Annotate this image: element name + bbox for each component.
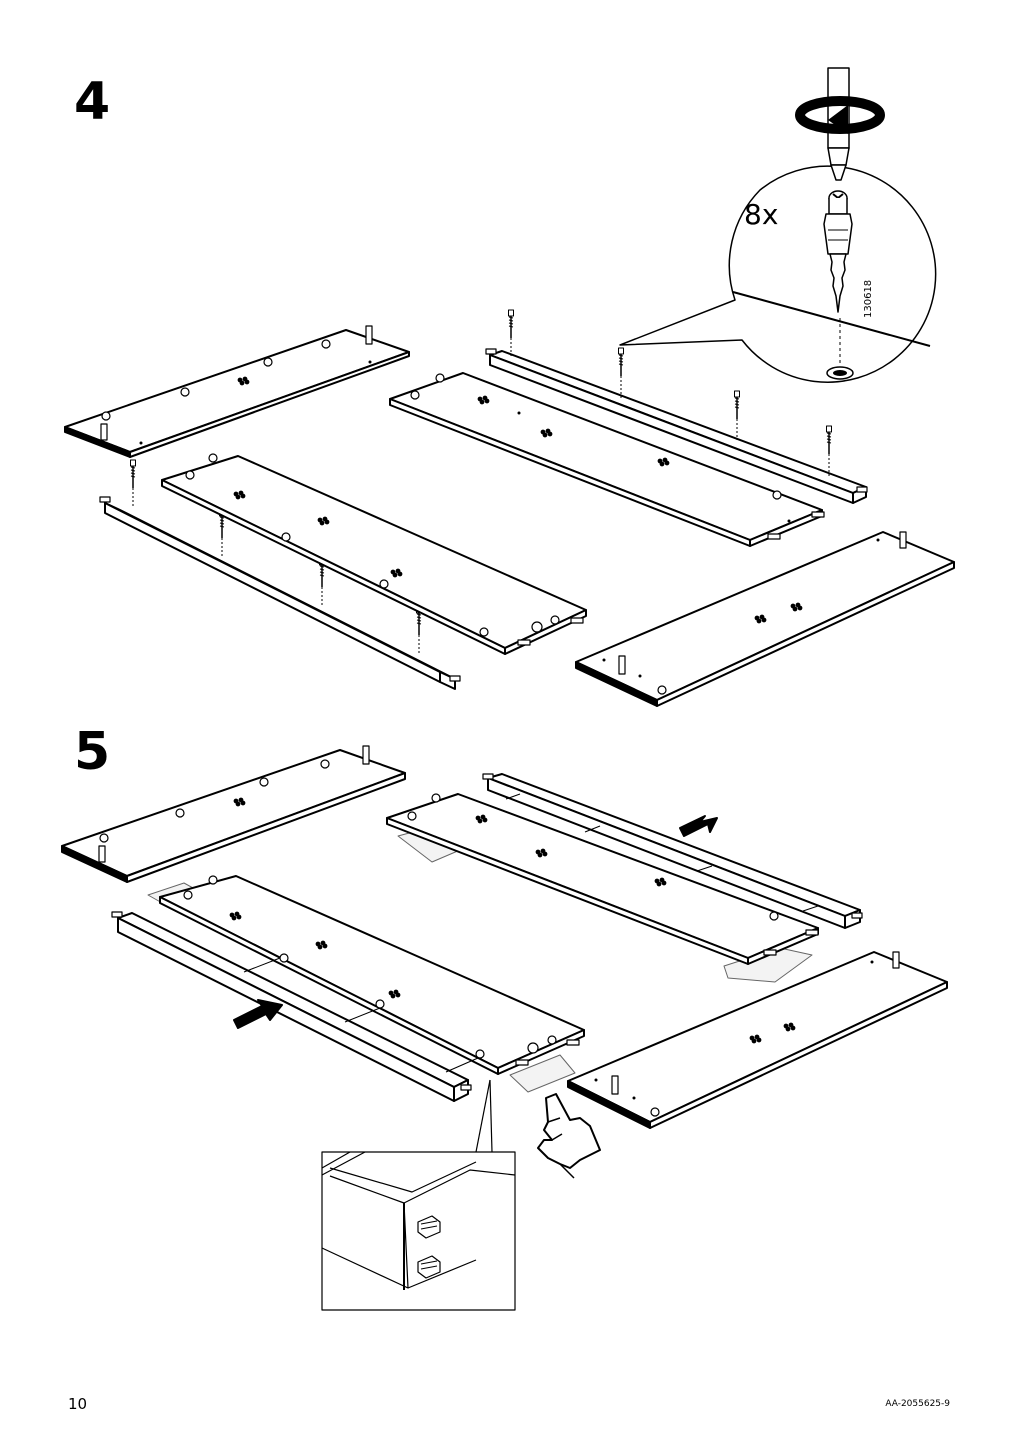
bottom-panel-step5	[159, 875, 585, 1075]
side-panel-top-left-step5	[61, 745, 406, 883]
cam-lock-detail-callout	[619, 165, 937, 383]
top-panel-step5	[386, 793, 819, 965]
rail-left-step5	[111, 911, 479, 1102]
wooden-dowel-icon	[417, 1215, 441, 1279]
rail-right-step5	[482, 773, 863, 929]
side-panel-bottom-right-step5	[567, 951, 948, 1129]
page-number: 10	[68, 1395, 88, 1413]
cam-screws-left	[129, 459, 423, 655]
cam-lock-screw-icon	[823, 190, 853, 313]
rail-left-step4	[99, 496, 461, 690]
dowel-detail-callout	[321, 1079, 516, 1311]
step-5-diagram	[61, 745, 948, 1311]
step-5-number: 5	[74, 722, 111, 782]
quantity-label: 8x	[744, 198, 778, 231]
top-panel-step4	[389, 372, 825, 547]
cam-screws-right	[507, 309, 833, 476]
bottom-panel-step4	[161, 453, 587, 655]
rail-right-step4	[485, 348, 868, 504]
step-4-diagram: 8x 130618	[64, 67, 955, 707]
step-4-number: 4	[74, 72, 111, 132]
push-arrow-icon	[679, 815, 718, 837]
part-number-label: 130618	[863, 280, 874, 318]
side-panel-bottom-right	[575, 531, 955, 707]
push-arrow-icon	[233, 999, 283, 1029]
pointing-hand-icon	[537, 1093, 601, 1179]
rotate-arrow-icon	[795, 96, 885, 134]
document-code: AA-2055625-9	[885, 1399, 950, 1409]
side-panel-top-left	[64, 325, 410, 458]
